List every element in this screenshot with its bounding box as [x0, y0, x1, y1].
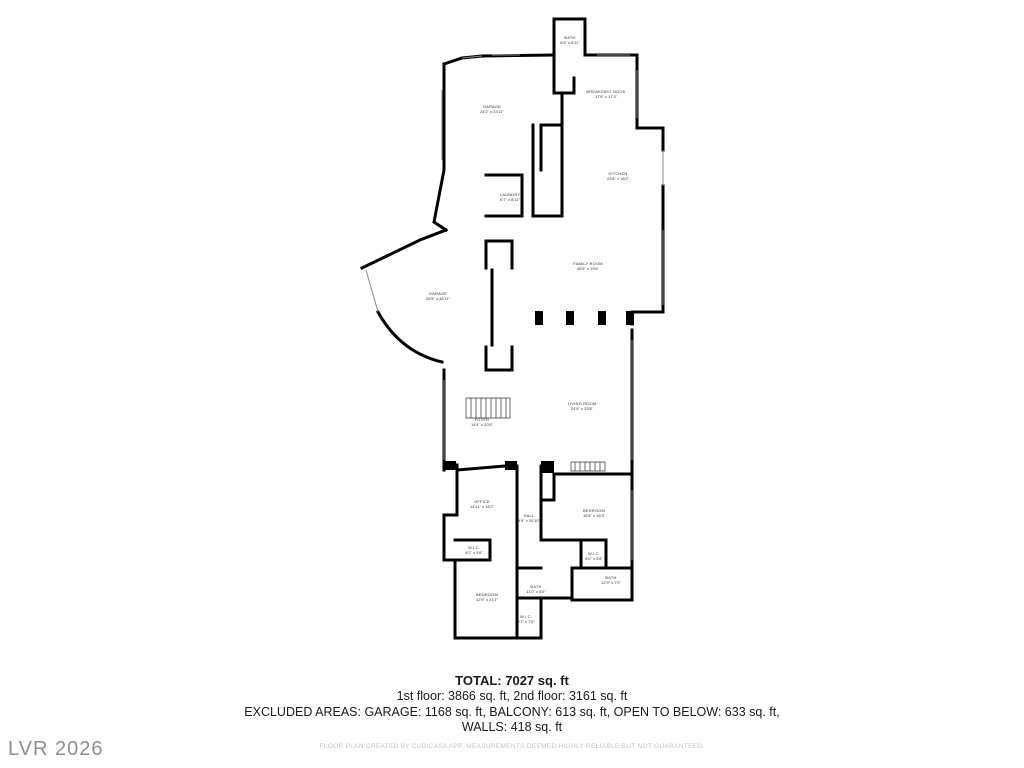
room-dims: 26'5" x 46'11": [426, 296, 450, 301]
room-dims: 14'4" x 20'5": [471, 422, 494, 427]
room-dims: 6'0" x 5'8": [585, 556, 603, 561]
wall-bath-east: [570, 566, 634, 602]
room-label: GARAGE: [429, 291, 447, 296]
room-label: BATH: [564, 35, 575, 40]
wall-garage-west-front: [359, 228, 448, 271]
room-label: BATH: [605, 575, 616, 580]
room-dims: 36'5" x 19'6": [577, 266, 600, 271]
wall-laundry-core: [531, 123, 564, 218]
wall-garage-inner: [484, 239, 514, 372]
room-label: W.I.C.: [520, 614, 532, 619]
excluded-areas: EXCLUDED AREAS: GARAGE: 1168 sq. ft, BAL…: [244, 704, 780, 719]
room-dims: 6'1" x 7'0": [517, 619, 535, 624]
wall-hall: [515, 464, 543, 542]
plan-walls: [359, 17, 665, 640]
room-dims: 17'6" x 17'3": [595, 94, 618, 99]
column: [505, 461, 517, 470]
room-dims: 12'3" x 7'0": [601, 580, 621, 585]
floor-plan: BATH 6'5" x 6'11" GARAGE 24'2" x 23'11" …: [359, 17, 665, 640]
column: [444, 461, 456, 470]
plan-columns: [444, 311, 634, 473]
room-dims: 24'9" x 33'8": [571, 406, 594, 411]
column: [626, 311, 634, 325]
room-dims: 24'2" x 23'11": [480, 109, 504, 114]
room-label: FOYER: [475, 417, 490, 422]
room-label: W.I.C.: [468, 545, 480, 550]
fireplace: [570, 461, 606, 472]
wall-bath-top: [552, 17, 587, 57]
room-label: BEDROOM: [476, 592, 498, 597]
wall-bedroom-west: [453, 558, 543, 640]
column: [541, 461, 554, 473]
stairs: [465, 397, 511, 419]
room-labels: BATH 6'5" x 6'11" GARAGE 24'2" x 23'11" …: [426, 35, 629, 624]
room-dims: 18'8" x 16'3": [583, 513, 606, 518]
wall-garage-north: [442, 53, 556, 66]
room-label: FAMILY ROOM: [573, 261, 603, 266]
area-summary: TOTAL: 7027 sq. ft 1st floor: 3866 sq. f…: [0, 672, 1024, 736]
column: [535, 311, 543, 325]
wall-nook-east: [583, 53, 665, 152]
room-label: W.I.C.: [588, 551, 600, 556]
wall-wic-west: [453, 538, 492, 562]
room-label: LAUNDRY: [500, 192, 521, 197]
room-dims: 8'2" x 5'6": [465, 550, 483, 555]
room-label: HALL: [524, 513, 535, 518]
plan-windows: [365, 54, 664, 560]
floor-areas: 1st floor: 3866 sq. ft, 2nd floor: 3161 …: [396, 689, 628, 703]
room-dims: 23'8" x 18'2": [607, 176, 630, 181]
floor-plan-credit: FLOOR PLAN CREATED BY CUBICASA APP. MEAS…: [319, 743, 705, 750]
column: [566, 311, 574, 325]
room-label: BEDROOM: [583, 508, 605, 513]
room-label: GARAGE: [483, 104, 501, 109]
room-dims: 6'7" x 8'11": [500, 197, 520, 202]
wall-garage-west-side: [432, 62, 449, 233]
room-dims: 12'9" x 21'1": [476, 597, 499, 602]
room-label: BREAKFAST NOOK: [586, 89, 625, 94]
wall-breakfast-sep: [539, 53, 576, 172]
room-label: OFFICE: [474, 499, 490, 504]
room-dims: 6'5" x 6'11": [560, 40, 580, 45]
room-dims: 14'11" x 13'2": [470, 504, 494, 509]
wall-office: [442, 485, 459, 562]
room-dims: 4'9" x 20'10": [518, 518, 541, 523]
total-area: TOTAL: 7027 sq. ft: [455, 673, 569, 688]
wall-family-east: [630, 223, 665, 326]
room-label: KITCHEN: [609, 171, 628, 176]
walls-area: WALLS: 418 sq. ft: [461, 720, 563, 734]
column: [598, 311, 606, 325]
room-dims: 11'0" x 6'0": [526, 589, 546, 594]
watermark: LVR 2026: [8, 738, 104, 760]
wall-laundry: [484, 173, 524, 218]
room-label: BATH: [530, 584, 541, 589]
room-label: LIVING ROOM: [568, 401, 597, 406]
wall-garage-arc: [375, 309, 444, 364]
